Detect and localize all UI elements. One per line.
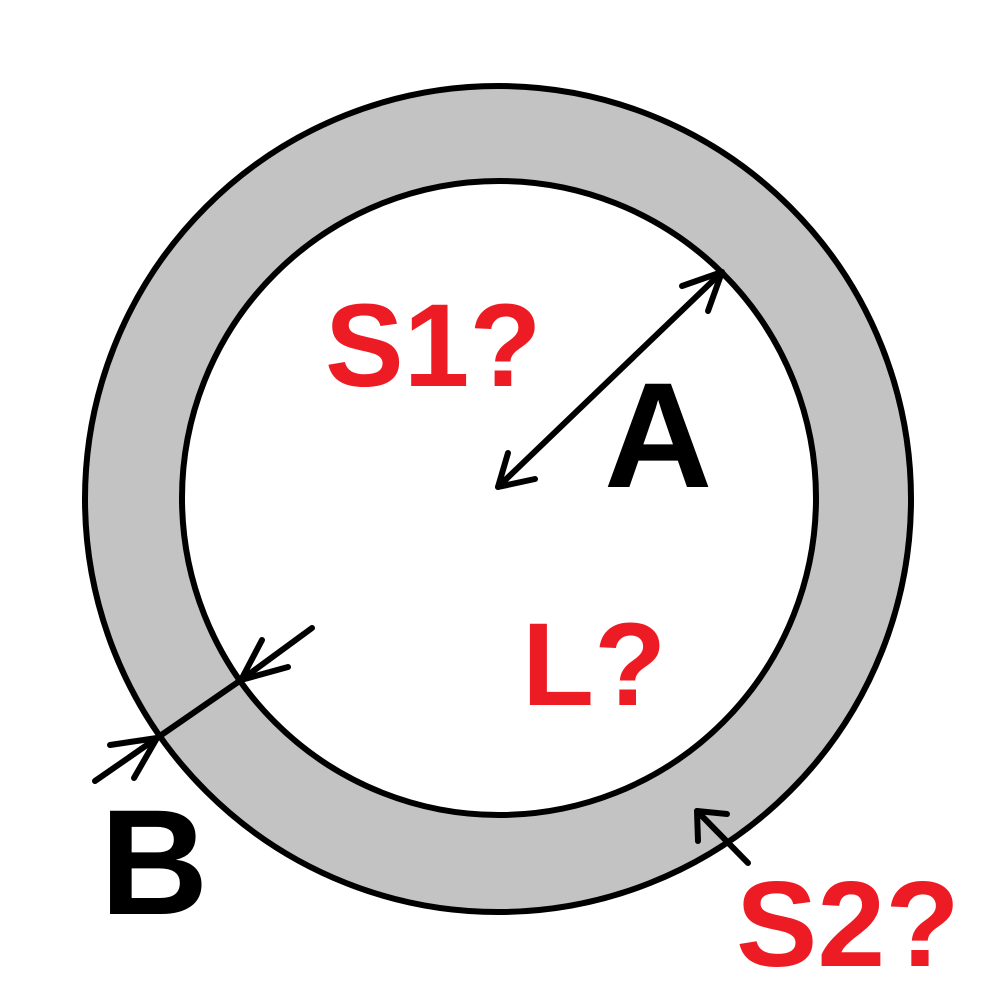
label-a: A — [604, 351, 712, 519]
thickness-marker — [92, 625, 315, 784]
thickness-arrowhead-inner — [238, 637, 291, 683]
ring-pointer-arrowhead — [694, 808, 730, 844]
label-s2: S2? — [736, 856, 960, 992]
label-s1: S1? — [325, 280, 541, 412]
thickness-arrow-outer-shaft — [92, 735, 160, 784]
thickness-arrowhead-outer — [107, 735, 160, 781]
inner-circle — [179, 178, 819, 818]
ring-pointer-arrow — [694, 808, 751, 866]
radius-arrowhead-edge — [679, 269, 725, 314]
label-b: B — [100, 778, 208, 946]
label-l: L? — [522, 599, 666, 731]
radius-arrow — [495, 269, 725, 490]
thickness-arrow-inner-shaft — [238, 625, 315, 683]
thickness-line — [154, 677, 244, 741]
radius-arrowhead-center — [495, 450, 538, 490]
